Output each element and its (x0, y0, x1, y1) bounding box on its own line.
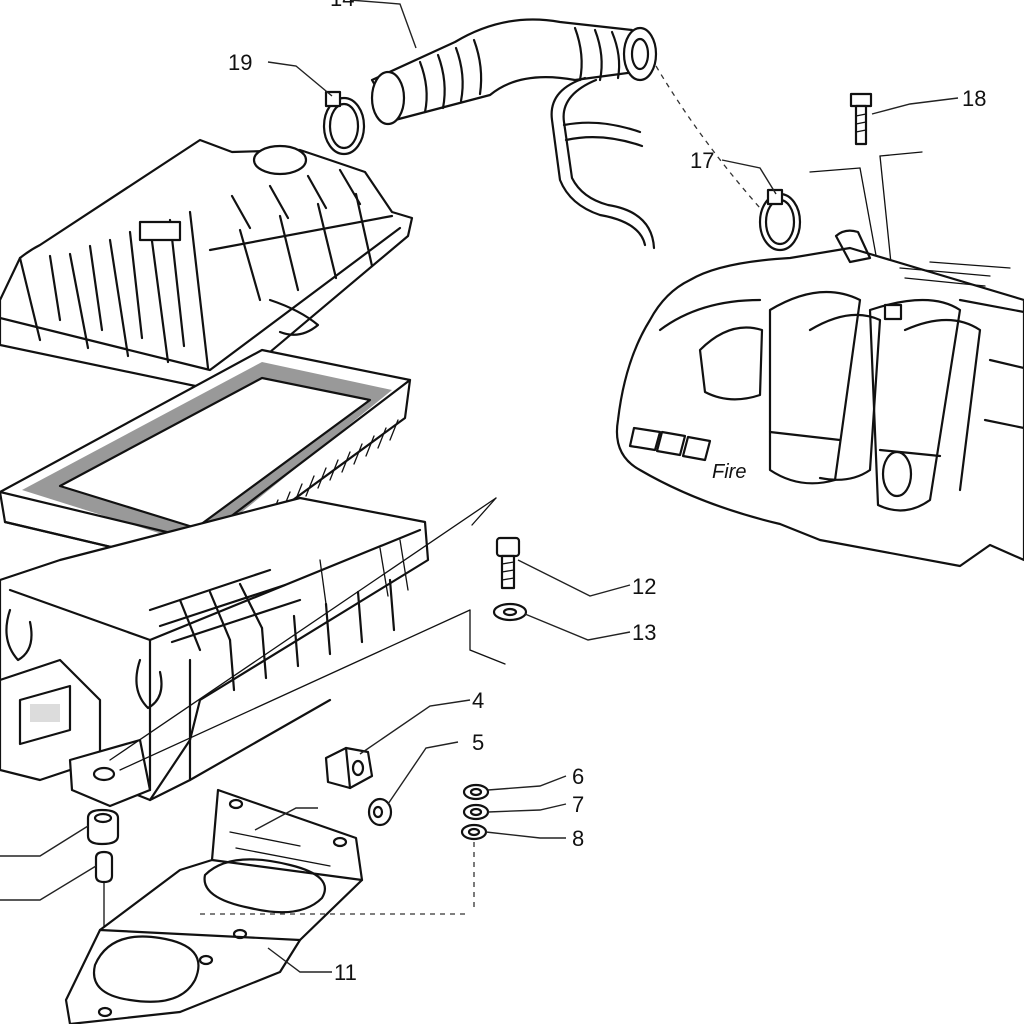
label-12: 12 (632, 574, 656, 599)
intake-hose (370, 18, 658, 250)
air-filter-element (0, 348, 412, 570)
hose-clamp-17 (758, 188, 802, 252)
washer-13 (492, 602, 528, 622)
engine-cover: Fire (615, 229, 1024, 568)
label-13: 13 (632, 620, 656, 645)
cover-brand-text: Fire (712, 461, 746, 483)
assembly-line-13 (119, 609, 471, 771)
label-8: 8 (572, 826, 584, 851)
label-5: 5 (472, 730, 484, 755)
assembly-tick (471, 497, 497, 526)
label-11: 11 (334, 960, 357, 985)
hose-clamp-19 (322, 90, 366, 156)
air-box-upper-cover (0, 138, 414, 390)
guide-lines (809, 151, 923, 173)
assembly-line-12 (109, 497, 497, 761)
label-14: 14 (330, 0, 354, 11)
mounting-bracket-11 (64, 788, 364, 1024)
nut-6 (462, 783, 490, 801)
clip-4 (324, 746, 374, 790)
leader-lines (0, 0, 959, 973)
part-labels: 14 19 18 17 12 13 4 5 6 7 8 11 (228, 0, 986, 985)
bolt-12 (495, 536, 521, 590)
rubber-mount (86, 808, 120, 846)
air-box-lower-housing (0, 496, 430, 808)
label-18: 18 (962, 86, 986, 111)
label-4: 4 (472, 688, 484, 713)
label-17: 17 (690, 148, 714, 173)
label-7: 7 (572, 792, 584, 817)
label-6: 6 (572, 764, 584, 789)
label-19: 19 (228, 50, 252, 75)
assembly-line-hose (655, 65, 761, 209)
washer-7 (462, 803, 490, 821)
washer-8 (460, 823, 488, 841)
assembly-bracket (469, 609, 506, 665)
bolt-18 (849, 92, 873, 146)
grommet-5 (367, 797, 393, 827)
locating-pin (94, 850, 114, 884)
